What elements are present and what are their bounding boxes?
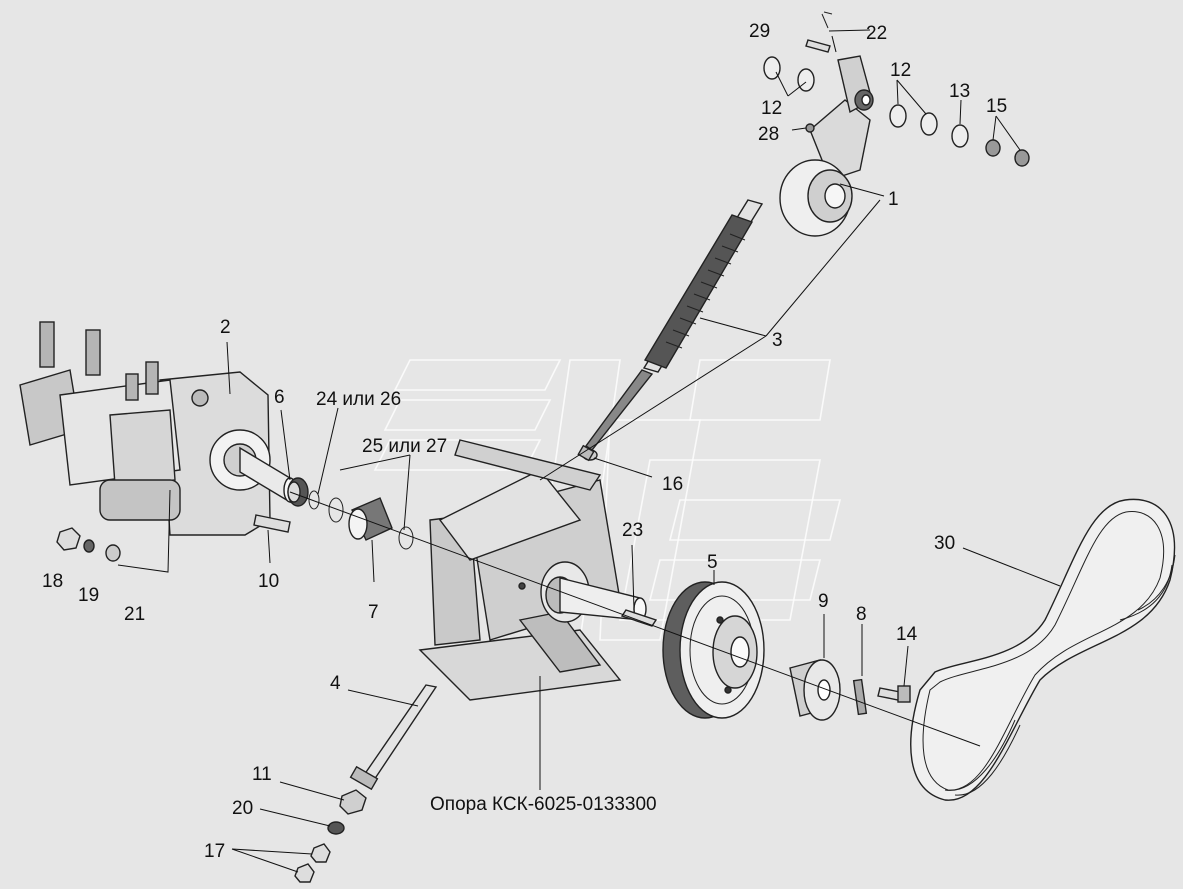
key-23	[620, 609, 658, 627]
label-12a: 12	[890, 60, 911, 81]
washer-20	[327, 821, 345, 835]
label-19: 19	[78, 585, 99, 606]
washer-21	[105, 544, 121, 562]
label-12b: 12	[761, 98, 782, 119]
nut-18	[56, 527, 81, 551]
label-22: 22	[866, 23, 887, 44]
label-9: 9	[818, 591, 829, 612]
cotter-pin-22	[821, 11, 833, 29]
retaining-ring-24-26	[308, 490, 344, 523]
label-16: 16	[662, 474, 683, 495]
bolt-4	[349, 684, 438, 791]
nut-17b	[294, 863, 315, 883]
label-4: 4	[330, 673, 341, 694]
leader-lines	[117, 29, 1061, 873]
nut-11	[339, 789, 367, 815]
label-23: 23	[622, 520, 643, 541]
washer-12a	[763, 56, 781, 80]
hub-9	[789, 659, 841, 721]
label-29: 29	[749, 21, 770, 42]
retaining-ring-25-27	[398, 526, 414, 550]
pin-10	[253, 514, 291, 533]
nut-15a	[985, 139, 1001, 157]
label-support: Опора КСК-6025-0133300	[430, 794, 657, 815]
bushing-7	[348, 497, 393, 541]
label-8: 8	[856, 604, 867, 625]
grease-fitting-28	[805, 123, 815, 133]
label-3: 3	[772, 330, 783, 351]
label-24: 24 или 26	[316, 389, 401, 410]
label-15: 15	[986, 96, 1007, 117]
label-18: 18	[42, 571, 63, 592]
label-21: 21	[124, 604, 145, 625]
label-2: 2	[220, 317, 231, 338]
hydraulic-pump-2	[19, 321, 297, 536]
washer-12d	[920, 112, 938, 136]
label-5: 5	[707, 552, 718, 573]
washer-12b	[797, 68, 815, 92]
label-20: 20	[232, 798, 253, 819]
label-13: 13	[949, 81, 970, 102]
label-14: 14	[896, 624, 918, 645]
belt-30	[910, 498, 1176, 801]
support-bracket	[418, 439, 647, 701]
label-11: 11	[252, 764, 272, 785]
label-1: 1	[888, 189, 899, 210]
label-28: 28	[758, 124, 779, 145]
washer-12c	[889, 104, 907, 128]
label-17: 17	[204, 841, 225, 862]
label-10: 10	[258, 571, 279, 592]
washer-13	[951, 124, 969, 148]
tensioner-roller-1	[779, 55, 874, 237]
lock-plate-8	[852, 678, 868, 716]
pin-29	[805, 39, 831, 53]
pulley-5	[662, 581, 765, 719]
label-6: 6	[274, 387, 285, 408]
label-7: 7	[368, 602, 379, 623]
watermark-logo	[373, 359, 842, 641]
nut-15b	[1014, 149, 1030, 167]
tension-rod-3	[582, 199, 764, 461]
washer-19	[83, 539, 95, 553]
bearing-6	[287, 477, 309, 507]
label-25: 25 или 27	[362, 436, 447, 457]
callout-labels: 29 22 12 12 13 15 28 1 3 2 6 24 или 26 2…	[42, 21, 1007, 862]
label-30: 30	[934, 533, 955, 554]
nut-17a	[310, 843, 331, 863]
bolt-14	[877, 685, 911, 703]
